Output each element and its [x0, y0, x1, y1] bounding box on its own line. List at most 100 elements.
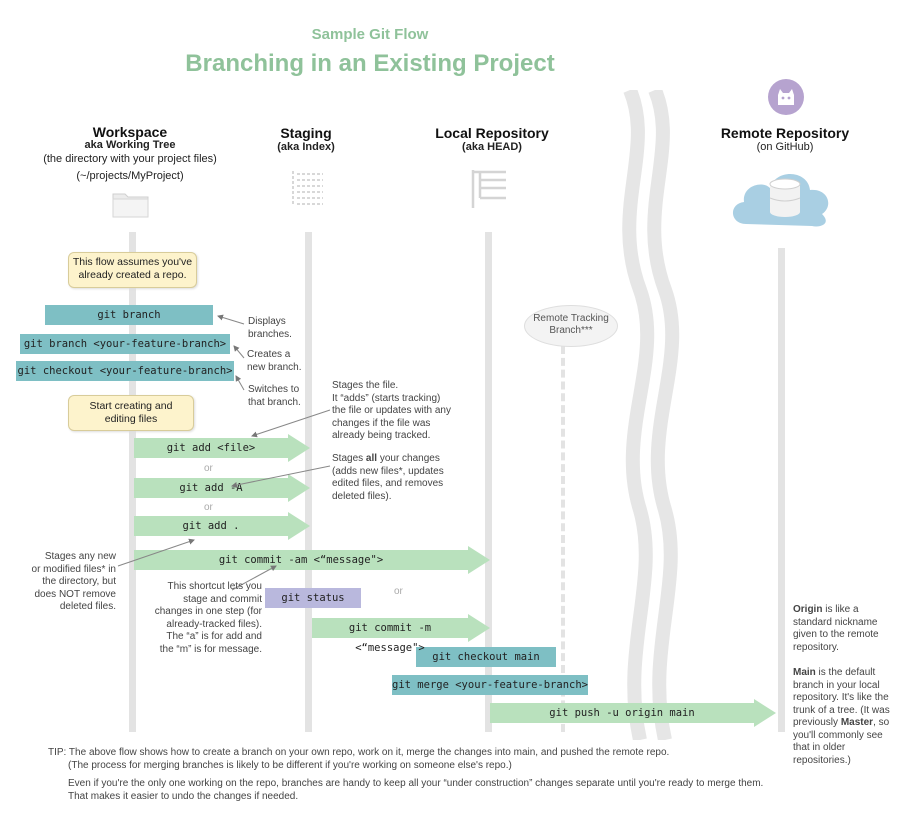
diagram-subtitle: Sample Git Flow — [311, 26, 429, 43]
main-line-7: that in older — [793, 742, 846, 753]
displays-line-1: Displays — [248, 316, 286, 327]
staging-list-icon — [292, 171, 323, 206]
or-label-2: or — [204, 502, 213, 513]
github-octocat-icon — [768, 79, 804, 115]
stages-all-bold: all — [365, 453, 378, 464]
assumes-line-2: already created a repo. — [78, 269, 187, 281]
start-editing-note: Start creating and editing files — [68, 395, 194, 431]
main-line-5-post: , so — [873, 717, 890, 728]
stages-new-line-4: does NOT remove — [34, 588, 116, 600]
remote-tracking-branch: Remote Tracking Branch*** — [524, 305, 618, 347]
git-add-dot-label: git add . — [182, 520, 240, 532]
shortcut-line-2: stage and commit — [183, 593, 262, 605]
git-add-all-label: git add -A — [179, 482, 243, 494]
switches-note: Switches to that branch. — [248, 384, 301, 409]
staging-aka: (aka Index) — [277, 141, 335, 153]
main-line-6: you'll commonly see — [793, 729, 883, 741]
remote-repo-lane — [778, 248, 785, 732]
git-commit-am-arrow: git commit -am <“message"> — [134, 546, 490, 574]
shortcut-line-5: The “a” is for add and — [166, 631, 262, 642]
repository-tree-icon — [471, 170, 506, 208]
diagram-title: Branching in an Existing Project — [185, 50, 555, 77]
stages-new-line-1: Stages any new — [44, 551, 116, 562]
stages-file-line-4: changes if the file was — [332, 417, 431, 429]
origin-note: Origin is like a standard nickname given… — [793, 604, 917, 654]
git-status-command: git status — [265, 588, 361, 608]
origin-bold: Origin — [793, 604, 823, 615]
main-line-2: branch in your local — [793, 679, 880, 691]
git-push-label: git push -u origin main — [549, 707, 695, 719]
shortcut-note: This shortcut lets you stage and commit … — [134, 581, 262, 656]
wavy-divider — [622, 90, 680, 740]
start-line-2: editing files — [104, 413, 158, 425]
git-merge-command: git merge <your-feature-branch> — [392, 675, 588, 695]
tip-line-2: (The process for merging branches is lik… — [68, 760, 512, 771]
stages-all-line-4: deleted files). — [332, 490, 392, 502]
git-push-arrow: git push -u origin main — [490, 699, 776, 727]
start-line-1: Start creating and — [89, 400, 173, 412]
git-branch-command: git branch — [45, 305, 213, 325]
git-branch-new-command: git branch <your-feature-branch> — [20, 334, 230, 354]
stages-new-line-2: or modified files* in — [31, 563, 116, 575]
creates-note: Creates a new branch. — [247, 349, 301, 374]
workspace-lane — [129, 232, 136, 732]
tip-line-4: That makes it easier to undo the changes… — [68, 791, 299, 802]
origin-line-3: given to the remote — [793, 629, 879, 640]
origin-line-1: is like a — [822, 604, 859, 615]
switches-line-2: that branch. — [248, 396, 301, 408]
stages-all-line-2: (adds new files*, updates — [332, 465, 444, 477]
stages-file-line-5: already being tracked. — [332, 430, 431, 441]
or-label-3: or — [394, 586, 403, 597]
staging-title: Staging — [280, 125, 332, 141]
shortcut-line-1: This shortcut lets you — [167, 581, 262, 592]
git-add-dot-arrow: git add . — [134, 512, 310, 540]
workspace-path: (~/projects/MyProject) — [76, 170, 184, 182]
remote-tracking-label-2: Branch*** — [549, 325, 593, 336]
remote-tracking-lane — [561, 346, 565, 732]
git-checkout-branch-command: git checkout <your-feature-branch> — [16, 361, 234, 381]
shortcut-line-4: already-tracked files). — [166, 618, 262, 630]
origin-line-4: repository. — [793, 641, 839, 653]
folder-icon — [112, 193, 149, 218]
git-add-file-arrow: git add <file> — [134, 434, 310, 462]
workspace-title: Workspace — [92, 124, 168, 140]
tip-line-3: Even if you're the only one working on t… — [68, 778, 764, 789]
remote-repo-title: Remote Repository — [720, 125, 850, 141]
stages-all-line-3: edited files, and removes — [332, 478, 444, 489]
workspace-desc: (the directory with your project files) — [43, 153, 217, 165]
stages-file-line-2: It “adds” (starts tracking) — [332, 392, 441, 404]
main-bold: Main — [793, 667, 816, 678]
tip-line-1: TIP: The above flow shows how to create … — [48, 747, 670, 758]
main-line-8: repositories.) — [793, 754, 851, 766]
displays-line-2: branches. — [248, 328, 292, 340]
stages-file-line-3: the file or updates with any — [332, 405, 451, 416]
main-line-1: is the default — [815, 667, 876, 678]
shortcut-line-3: changes in one step (for — [154, 606, 262, 617]
assumes-repo-note: This flow assumes you've already created… — [68, 252, 197, 288]
creates-line-2: new branch. — [247, 361, 302, 373]
or-label-1: or — [204, 463, 213, 474]
git-commit-m-arrow: git commit -m <“message"> — [312, 614, 490, 654]
remote-repo-aka: (on GitHub) — [756, 141, 814, 153]
main-line-5-pre: previously — [793, 717, 841, 728]
remote-tracking-label-1: Remote Tracking — [533, 313, 609, 324]
shortcut-line-6: the “m” is for message. — [159, 643, 262, 655]
git-commit-m-label: git commit -m <“message"> — [348, 622, 432, 654]
git-add-file-label: git add <file> — [166, 442, 256, 454]
stages-file-line-1: Stages the file. — [332, 380, 399, 391]
assumes-line-1: This flow assumes you've — [72, 256, 193, 268]
stages-all-note: Stages all your changes (adds new files*… — [332, 453, 444, 503]
local-repo-lane — [485, 232, 492, 732]
cloud-database-icon — [732, 173, 829, 227]
git-checkout-main-command: git checkout main — [416, 647, 556, 667]
workspace-aka: aka Working Tree — [84, 139, 176, 151]
git-add-all-arrow: git add -A — [134, 474, 310, 502]
stages-file-note: Stages the file. It “adds” (starts track… — [332, 380, 451, 443]
stages-new-line-3: the directory, but — [42, 576, 116, 587]
stages-new-note: Stages any new or modified files* in the… — [18, 551, 116, 614]
origin-line-2: standard nickname — [793, 616, 878, 628]
main-line-4: trunk of a tree. (It was — [793, 704, 890, 716]
local-repo-title: Local Repository — [435, 125, 549, 141]
creates-line-1: Creates a — [247, 349, 291, 360]
main-branch-note: Main is the default branch in your local… — [793, 667, 917, 767]
